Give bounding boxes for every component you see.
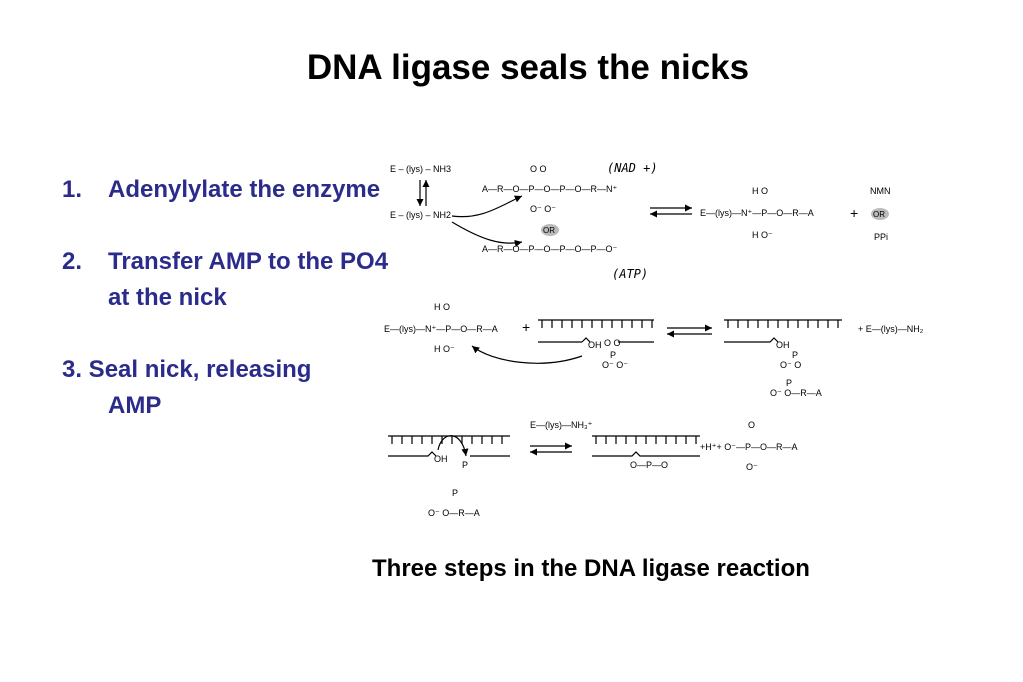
- svg-text:A—R—O—P—O—P—O—P—O⁻: A—R—O—P—O—P—O—P—O⁻: [482, 244, 618, 254]
- svg-text:E—(lys)—N⁺—P—O—R—A: E—(lys)—N⁺—P—O—R—A: [700, 208, 814, 218]
- svg-text:H O⁻: H O⁻: [434, 344, 455, 354]
- svg-text:+ E—(lys)—NH₂: + E—(lys)—NH₂: [858, 324, 924, 334]
- svg-text:P: P: [792, 350, 798, 360]
- or-label: OR: [543, 226, 555, 235]
- ligase-reaction-diagram: E – (lys) – NH3 E – (lys) – NH2 A—R—O—P—…: [384, 161, 924, 518]
- reaction-step-3: E—(lys)—NH₃⁺ OH P P O⁻ O—R—A O—P—O +H⁺+ …: [388, 420, 798, 518]
- step-text-line2: AMP: [108, 392, 162, 419]
- svg-text:OH: OH: [776, 340, 790, 350]
- atp-note: (ATP): [612, 267, 648, 281]
- reaction-step-1: E – (lys) – NH3 E – (lys) – NH2 A—R—O—P—…: [390, 161, 891, 281]
- svg-text:O O: O O: [604, 338, 621, 348]
- svg-text:E—(lys)—N⁺—P—O—R—A: E—(lys)—N⁺—P—O—R—A: [384, 324, 498, 334]
- step-number: 1.: [62, 176, 83, 203]
- svg-text:O⁻ O—R—A: O⁻ O—R—A: [428, 508, 480, 518]
- svg-text:P: P: [462, 460, 468, 470]
- enzyme-nh3-label: E – (lys) – NH3: [390, 164, 451, 174]
- svg-text:O⁻ O⁻: O⁻ O⁻: [602, 360, 628, 370]
- svg-text:H O: H O: [434, 302, 450, 312]
- svg-text:+: +: [850, 205, 858, 221]
- svg-text:P: P: [610, 350, 616, 360]
- or-label-2: OR: [873, 210, 885, 219]
- reaction-step-2: E—(lys)—N⁺—P—O—R—A H O H O⁻ + OH O O P O…: [384, 302, 924, 398]
- svg-text:OH: OH: [434, 454, 448, 464]
- svg-text:O—P—O: O—P—O: [630, 460, 668, 470]
- svg-text:O⁻: O⁻: [746, 462, 758, 472]
- slide-title: DNA ligase seals the nicks: [306, 48, 750, 87]
- svg-text:O: O: [748, 420, 755, 430]
- step-number: 2.: [62, 248, 83, 275]
- svg-text:A—R—O—P—O—P—O—R—N⁺: A—R—O—P—O—P—O—R—N⁺: [482, 184, 618, 194]
- svg-text:OH: OH: [588, 340, 602, 350]
- svg-text:+H⁺+ O⁻—P—O—R—A: +H⁺+ O⁻—P—O—R—A: [700, 442, 798, 452]
- svg-text:+: +: [522, 319, 530, 335]
- svg-text:O⁻ O—R—A: O⁻ O—R—A: [770, 388, 822, 398]
- steps-list: 1. Adenylylate the enzyme 2. Transfer AM…: [62, 172, 392, 460]
- svg-text:O O: O O: [530, 164, 547, 174]
- enzyme-nh2-label: E – (lys) – NH2: [390, 210, 451, 220]
- svg-text:P: P: [786, 378, 792, 388]
- svg-text:P: P: [452, 488, 458, 498]
- svg-text:E—(lys)—NH₃⁺: E—(lys)—NH₃⁺: [530, 420, 593, 430]
- ppi-label: PPi: [874, 232, 888, 242]
- step-2: 2. Transfer AMP to the PO4 at the nick: [62, 244, 392, 316]
- step-3: 3. Seal nick, releasing AMP: [62, 352, 392, 424]
- step-text-line1: 3. Seal nick, releasing: [62, 356, 312, 383]
- svg-text:H O: H O: [752, 186, 768, 196]
- step-text: Adenylylate the enzyme: [108, 176, 381, 203]
- svg-text:O⁻ O: O⁻ O: [780, 360, 801, 370]
- step-text: Transfer AMP to the PO4 at the nick: [108, 248, 389, 311]
- svg-text:H O⁻: H O⁻: [752, 230, 773, 240]
- step-1: 1. Adenylylate the enzyme: [62, 172, 392, 208]
- nmn-label: NMN: [870, 186, 891, 196]
- nad-note: (NAD +): [607, 161, 658, 175]
- figure-caption: Three steps in the DNA ligase reaction: [372, 555, 810, 582]
- svg-text:O⁻ O⁻: O⁻ O⁻: [530, 204, 556, 214]
